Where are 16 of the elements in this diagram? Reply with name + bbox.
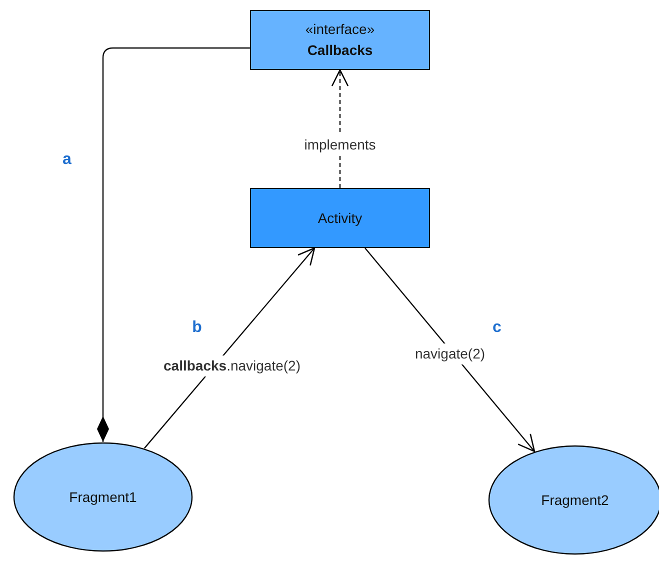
node-label: Fragment2 bbox=[541, 490, 609, 510]
edge-label: implements bbox=[302, 134, 378, 156]
node-label: Callbacks bbox=[307, 41, 373, 60]
edge-label: navigate(2) bbox=[412, 344, 488, 364]
edge-label: callbacks.navigate(2) bbox=[162, 356, 302, 376]
arrow bbox=[144, 247, 316, 449]
class-box bbox=[250, 188, 430, 248]
callout-letter: b bbox=[192, 318, 202, 338]
arrow bbox=[364, 248, 536, 452]
callout-letter: c bbox=[492, 318, 502, 338]
callout-letter: a bbox=[62, 150, 72, 170]
interface-box bbox=[250, 10, 430, 70]
node-label: Fragment1 bbox=[69, 488, 137, 507]
stereotype-text: «interface» bbox=[305, 20, 375, 39]
composition-line bbox=[97, 47, 250, 442]
node-label: Activity bbox=[318, 208, 362, 228]
